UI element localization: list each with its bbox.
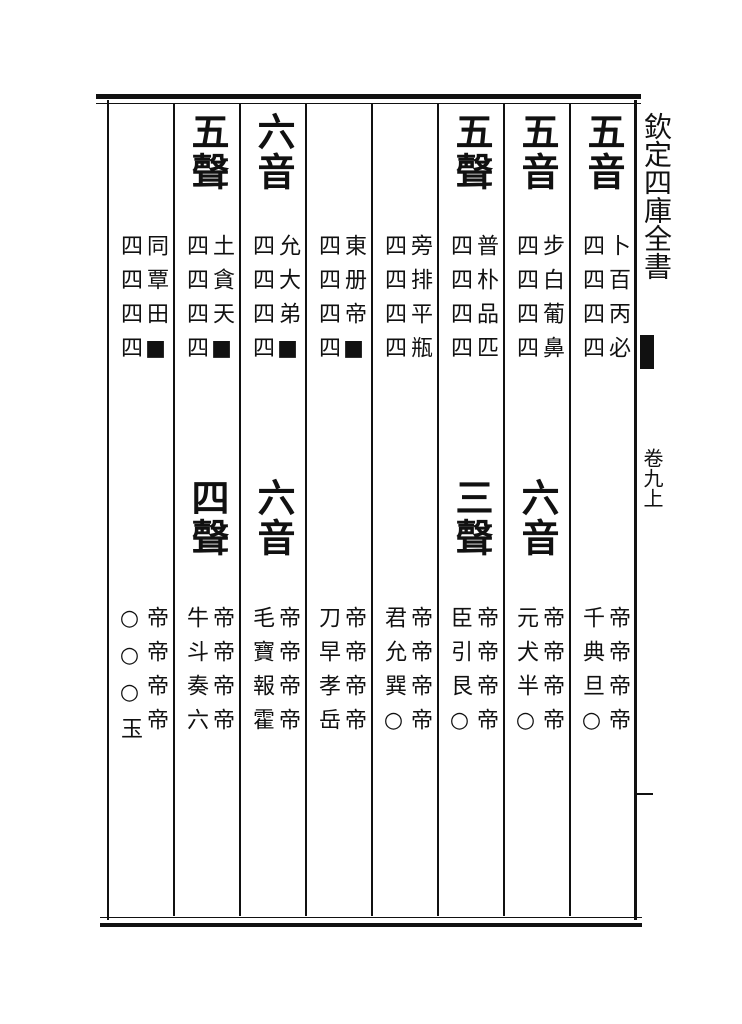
upper-text-row: 步白葡鼻 [539, 234, 564, 370]
top-border-thin [96, 103, 641, 104]
right-border [634, 100, 637, 920]
upper-heading: 五聲 [185, 112, 230, 192]
upper-text-row: 土貪天■ [209, 234, 234, 373]
upper-text-row: 四四四四 [447, 234, 472, 370]
column-divider [569, 104, 571, 916]
upper-text-row: 東册帝■ [341, 234, 366, 373]
fishtail-mark [640, 335, 654, 369]
margin-juan: 卷九上 [640, 448, 664, 508]
upper-text-row: 四四四四 [579, 234, 604, 370]
column-divider [305, 104, 307, 916]
upper-text-row: 普朴品匹 [473, 234, 498, 370]
upper-text-row: 旁排平瓶 [407, 234, 432, 370]
margin-tick [637, 793, 653, 795]
lower-text-row: 帝帝帝帝 [407, 606, 432, 742]
column-divider [503, 104, 505, 916]
lower-text-row: 刀早孝岳 [315, 606, 340, 742]
upper-text-row: 四四四四 [117, 234, 142, 370]
top-border-thick [96, 94, 641, 99]
upper-text-row: 四四四四 [183, 234, 208, 370]
upper-heading: 五音 [515, 112, 560, 192]
column-divider [173, 104, 175, 916]
lower-text-row: ○○○玉 [117, 606, 142, 751]
lower-heading: 六音 [515, 478, 560, 558]
upper-heading: 五音 [581, 112, 626, 192]
lower-text-row: 帝帝帝帝 [275, 606, 300, 742]
upper-text-row: 同覃田■ [143, 234, 168, 373]
column-divider [371, 104, 373, 916]
bottom-border-thick [100, 923, 642, 927]
upper-text-row: 四四四四 [249, 234, 274, 370]
column-divider [437, 104, 439, 916]
lower-text-row: 元犬半○ [513, 606, 538, 745]
bottom-border-thin [100, 917, 642, 918]
upper-text-row: 四四四四 [513, 234, 538, 370]
column-divider [239, 104, 241, 916]
lower-text-row: 臣引艮○ [447, 606, 472, 745]
upper-text-row: 允大弟■ [275, 234, 300, 373]
lower-text-row: 君允巽○ [381, 606, 406, 745]
upper-text-row: 四四四四 [381, 234, 406, 370]
lower-heading: 四聲 [185, 478, 230, 558]
upper-heading: 五聲 [449, 112, 494, 192]
lower-text-row: 帝帝帝帝 [539, 606, 564, 742]
lower-text-row: 牛斗奏六 [183, 606, 208, 742]
lower-text-row: 帝帝帝帝 [473, 606, 498, 742]
lower-text-row: 帝帝帝帝 [341, 606, 366, 742]
lower-text-row: 帝帝帝帝 [605, 606, 630, 742]
lower-text-row: 毛寶報霍 [249, 606, 274, 742]
upper-heading: 六音 [251, 112, 296, 192]
lower-text-row: 帝帝帝帝 [143, 606, 168, 742]
left-border [107, 100, 109, 920]
lower-text-row: 千典旦○ [579, 606, 604, 745]
lower-heading: 三聲 [449, 478, 494, 558]
upper-text-row: 四四四四 [315, 234, 340, 370]
upper-text-row: 卜百丙必 [605, 234, 630, 370]
lower-text-row: 帝帝帝帝 [209, 606, 234, 742]
lower-heading: 六音 [251, 478, 296, 558]
margin-title: 欽定四庫全書 [640, 112, 673, 280]
